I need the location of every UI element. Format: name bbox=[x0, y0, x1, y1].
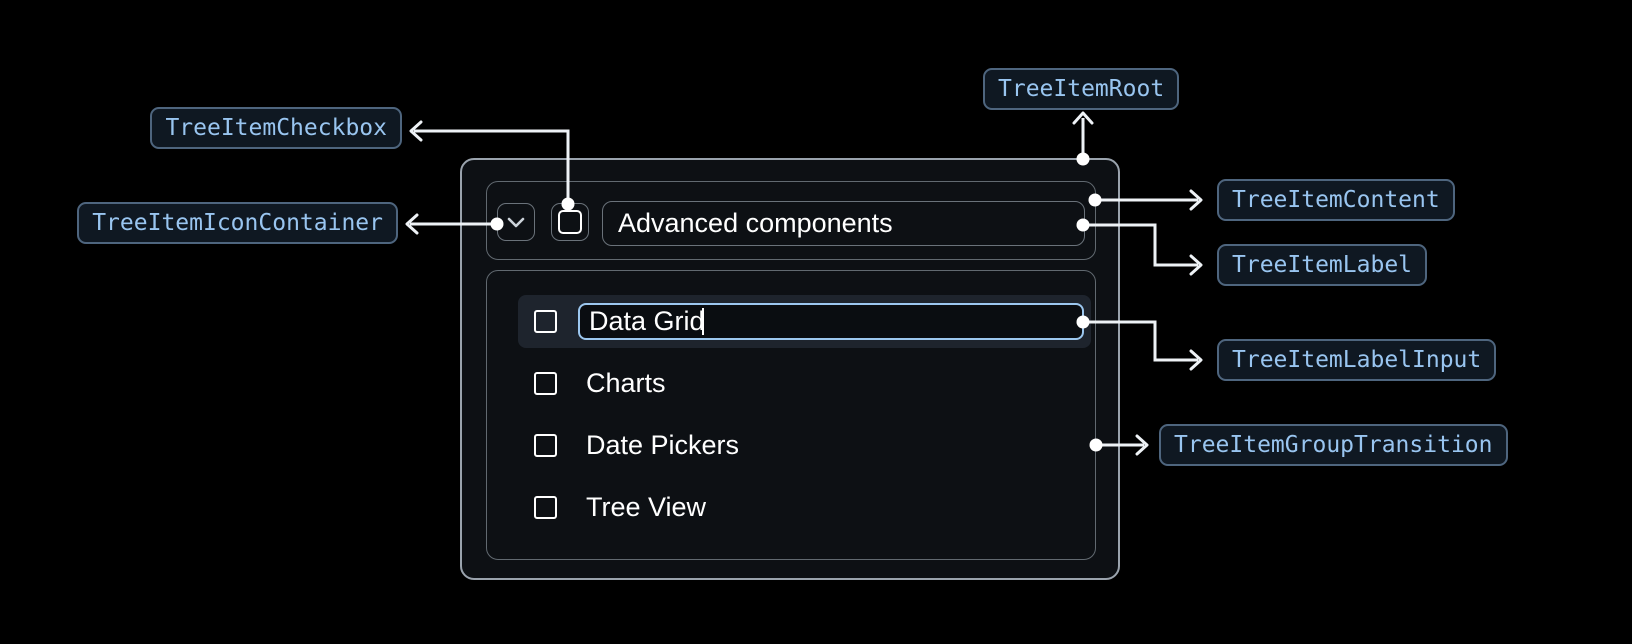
tree-row[interactable]: Charts bbox=[518, 357, 1091, 410]
annotation-badge-label: TreeItemLabel bbox=[1217, 244, 1428, 286]
tree-item-checkbox[interactable] bbox=[551, 203, 589, 241]
checkbox-unchecked-icon[interactable] bbox=[534, 372, 557, 395]
chevron-down-icon bbox=[507, 217, 525, 227]
tree-item-label[interactable]: Advanced components bbox=[602, 201, 1085, 246]
arrowhead-right bbox=[1189, 189, 1203, 211]
tree-item-label-text[interactable]: Charts bbox=[586, 368, 666, 398]
tree-item-root: Advanced components Charts Date Pickers … bbox=[460, 158, 1120, 580]
checkbox-unchecked-icon[interactable] bbox=[534, 496, 557, 519]
tree-row[interactable]: Date Pickers bbox=[518, 419, 1091, 472]
annotation-badge-icon-container: TreeItemIconContainer bbox=[77, 202, 398, 244]
tree-row[interactable]: Tree View bbox=[518, 481, 1091, 534]
arrowhead-left bbox=[405, 213, 419, 235]
arrowhead-up bbox=[1072, 111, 1094, 125]
annotation-badge-root: TreeItemRoot bbox=[983, 68, 1180, 110]
arrowhead-left bbox=[409, 120, 423, 142]
tree-item-group-transition: Charts Date Pickers Tree View bbox=[486, 270, 1096, 560]
expand-collapse-button[interactable] bbox=[497, 203, 535, 241]
checkbox-unchecked-icon bbox=[558, 210, 582, 234]
tree-item-label-text[interactable]: Tree View bbox=[586, 492, 707, 522]
annotation-badge-checkbox: TreeItemCheckbox bbox=[150, 107, 402, 149]
arrowhead-right bbox=[1189, 349, 1203, 371]
text-cursor bbox=[702, 308, 704, 335]
arrowhead-right bbox=[1135, 434, 1149, 456]
tree-item-content[interactable]: Advanced components bbox=[486, 181, 1096, 260]
tree-item-label-text[interactable]: Date Pickers bbox=[586, 430, 740, 460]
tree-row-editing[interactable] bbox=[518, 295, 1091, 348]
arrowhead-right bbox=[1189, 254, 1203, 276]
checkbox-unchecked-icon[interactable] bbox=[534, 434, 557, 457]
annotation-badge-content: TreeItemContent bbox=[1217, 179, 1455, 221]
parent-label-text: Advanced components bbox=[618, 208, 893, 238]
tree-item-label-input[interactable] bbox=[578, 303, 1084, 340]
annotation-badge-label-input: TreeItemLabelInput bbox=[1217, 339, 1497, 381]
annotation-badge-group-transition: TreeItemGroupTransition bbox=[1159, 424, 1508, 466]
checkbox-unchecked-icon[interactable] bbox=[534, 310, 557, 333]
